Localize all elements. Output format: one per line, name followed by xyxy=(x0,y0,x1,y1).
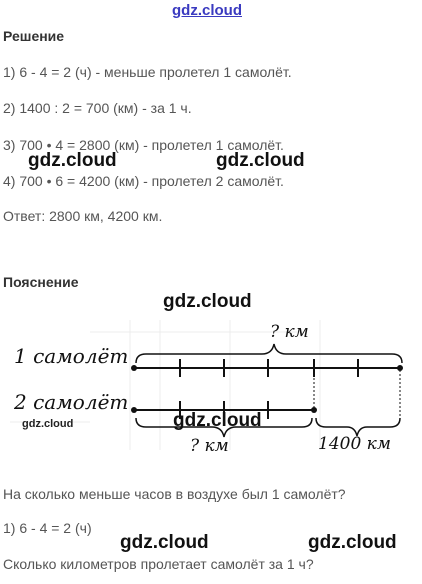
watermark: gdz.cloud xyxy=(163,291,252,312)
row1-label: 1 самолёт xyxy=(14,344,129,368)
solution-line-1: 1) 6 - 4 = 2 (ч) - меньше пролетел 1 сам… xyxy=(3,64,292,80)
bottom-left-brace xyxy=(135,417,313,438)
row2-start-point xyxy=(131,407,137,413)
watermark: gdz.cloud xyxy=(120,532,209,553)
watermark-top: gdz.cloud xyxy=(172,2,242,19)
bottom-left-brace-label: ? км xyxy=(190,436,229,456)
top-brace xyxy=(135,343,403,364)
row1-end-point xyxy=(397,365,403,371)
watermark: gdz.cloud xyxy=(28,150,117,171)
row1-start-point xyxy=(131,365,137,371)
solution-line-3: 3) 700 • 4 = 2800 (км) - пролетел 1 само… xyxy=(3,137,284,153)
watermark: gdz.cloud xyxy=(216,150,305,171)
solution-line-2: 2) 1400 : 2 = 700 (км) - за 1 ч. xyxy=(3,100,192,116)
row2-label: 2 самолёт xyxy=(14,390,129,414)
explanation-heading: Пояснение xyxy=(3,274,79,290)
watermark-small: gdz.cloud xyxy=(22,418,74,430)
bottom-right-brace-label: 1400 км xyxy=(318,434,391,454)
solution-heading: Решение xyxy=(3,28,65,44)
row2-ticks xyxy=(179,401,269,419)
answer-1: 1) 6 - 4 = 2 (ч) xyxy=(3,520,92,536)
top-brace-label: ? км xyxy=(270,322,309,342)
watermark: gdz.cloud xyxy=(173,410,262,431)
solution-line-4: 4) 700 • 6 = 4200 (км) - пролетел 2 само… xyxy=(3,173,284,189)
solution-answer: Ответ: 2800 км, 4200 км. xyxy=(3,208,163,224)
watermark: gdz.cloud xyxy=(308,532,397,553)
row1-ticks xyxy=(179,359,359,377)
row2-end-point xyxy=(311,407,317,413)
segment-diagram xyxy=(10,320,403,450)
question-2: Сколько километров пролетает самолёт за … xyxy=(3,556,314,572)
question-1: На сколько меньше часов в воздухе был 1 … xyxy=(3,486,346,502)
bottom-right-brace xyxy=(315,417,401,437)
